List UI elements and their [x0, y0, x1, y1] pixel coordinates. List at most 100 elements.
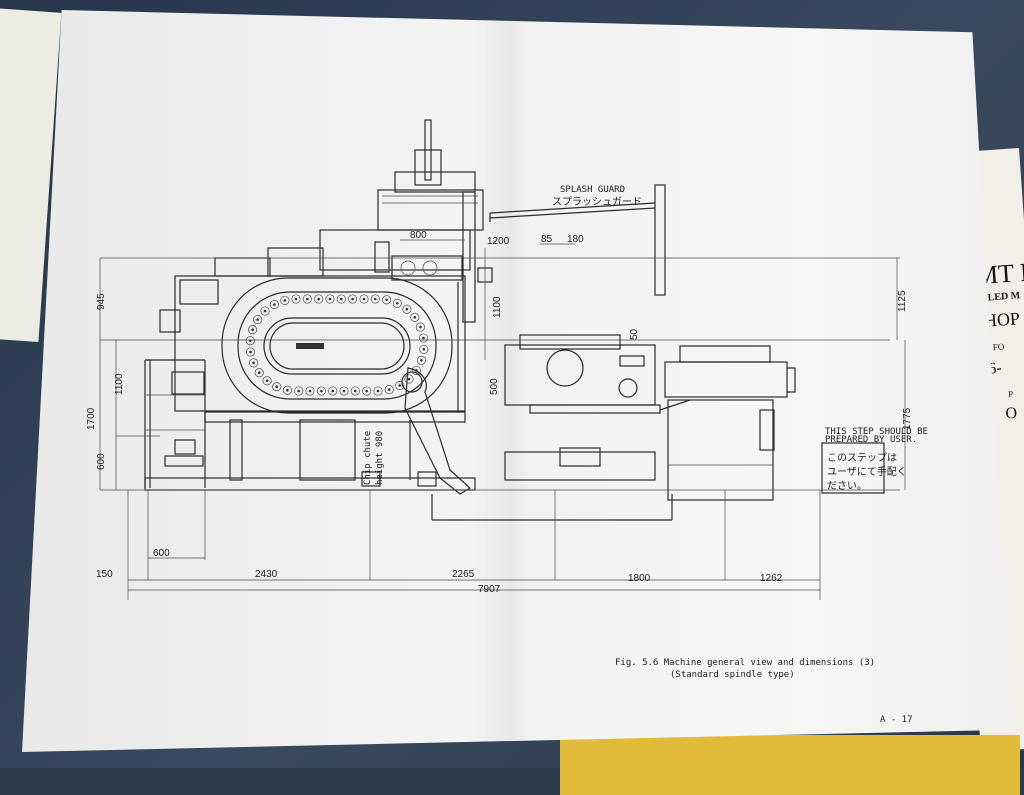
tool-pocket — [245, 336, 255, 346]
tool-pocket — [272, 382, 282, 392]
tool-pocket-center — [422, 348, 426, 351]
tool-pocket — [418, 333, 429, 343]
figure-caption-sub: (Standard spindle type) — [670, 670, 795, 680]
tool-pocket-center — [413, 316, 417, 319]
tool-pocket — [339, 386, 349, 396]
dim-500: 500 — [489, 378, 500, 395]
tool-pocket — [348, 294, 358, 304]
dim-1125: 1125 — [897, 290, 908, 312]
dim-1200: 1200 — [487, 236, 510, 247]
tool-pocket-center — [396, 302, 399, 305]
tool-pocket — [395, 380, 405, 391]
tool-pocket — [392, 298, 402, 308]
dim-85: 85 — [541, 234, 553, 245]
tool-pocket — [370, 294, 380, 304]
tool-pocket — [282, 385, 292, 395]
dimension-lines — [99, 239, 906, 600]
tool-pocket — [402, 304, 412, 314]
tool-pocket — [419, 344, 429, 354]
tool-pocket — [362, 386, 372, 396]
spindle-head — [377, 119, 484, 323]
dimension-labels: 800 1200 85 180 1100 50 500 1125 945 110… — [86, 230, 913, 595]
tool-pocket — [302, 294, 312, 304]
tool-pocket — [359, 294, 369, 304]
tool-pocket — [415, 322, 425, 332]
tool-pocket-center — [385, 298, 388, 302]
tool-pocket — [316, 386, 326, 396]
tool-pocket-center — [306, 297, 309, 301]
tool-pocket-center — [407, 377, 411, 381]
tool-pocket — [373, 386, 383, 396]
dim-1800: 1800 — [628, 573, 651, 584]
tool-pocket-center — [340, 297, 343, 301]
note-jp-line1: このステップは — [827, 452, 897, 464]
tool-pocket — [382, 295, 392, 305]
tool-magazine — [221, 277, 453, 414]
chip-chute — [401, 367, 472, 495]
tool-pocket-center — [405, 307, 409, 311]
tool-pocket — [280, 295, 290, 305]
tool-pocket — [350, 386, 360, 396]
note-en-line1: THIS STEP SHOULD BE — [825, 427, 928, 437]
note-jp-line3: ださい。 — [827, 480, 867, 492]
dim-945: 945 — [96, 293, 107, 310]
tool-pocket — [248, 325, 258, 335]
tool-pocket — [325, 294, 335, 304]
tool-pocket — [314, 294, 324, 304]
tool-pocket-center — [251, 328, 254, 332]
tool-pocket — [336, 294, 346, 304]
tool-pocket-center — [283, 299, 287, 302]
tool-pocket-center — [265, 379, 269, 383]
tool-pocket — [416, 355, 426, 365]
tool-pocket-center — [286, 388, 289, 392]
dim-1775: 1775 — [902, 407, 913, 430]
tool-pocket-center — [387, 388, 391, 391]
tool-pocket-center — [308, 389, 312, 393]
tool-pocket-center — [351, 297, 354, 301]
note-en-line2: PREPARED BY USER. — [825, 435, 917, 445]
tool-pocket-center — [374, 297, 377, 301]
tool-pocket-center — [275, 385, 279, 389]
tool-pocket — [249, 358, 259, 368]
tool-pocket-center — [419, 325, 422, 329]
splash-guard-label-jp: スプラッシュガード — [552, 196, 642, 208]
tool-pocket — [411, 365, 421, 375]
tool-pocket-center — [294, 297, 298, 301]
tool-pocket — [254, 368, 264, 378]
tool-pocket-center — [297, 389, 301, 393]
dim-1262: 1262 — [760, 573, 783, 584]
tool-pocket-center — [273, 303, 276, 306]
figure-caption: Fig. 5.6 Machine general view and dimens… — [615, 658, 875, 668]
dim-150: 150 — [96, 569, 113, 580]
tool-pocket — [410, 312, 420, 322]
tool-pocket-center — [317, 297, 321, 301]
drawing-sheet — [22, 10, 1012, 752]
chip-chute-label: Chip chute — [363, 431, 373, 485]
tool-pocket-center — [420, 359, 423, 362]
tool-pocket-center — [249, 350, 252, 354]
tool-pocket — [260, 306, 270, 316]
tool-pocket — [291, 294, 301, 304]
tool-pocket-center — [257, 371, 261, 375]
tool-pocket — [294, 386, 304, 396]
dim-2430: 2430 — [255, 569, 278, 580]
note-jp-line2: ユーザにて手配く — [827, 465, 907, 478]
tool-pocket-center — [342, 389, 346, 393]
tool-pocket-center — [354, 389, 357, 393]
tool-pocket-center — [256, 318, 260, 321]
dim-2265: 2265 — [452, 569, 475, 580]
tool-pocket — [328, 386, 338, 396]
drawing-labels: SPLASH GUARD スプラッシュガード Chip chute height… — [363, 185, 913, 725]
dim-1100-left: 1100 — [114, 373, 125, 395]
dim-7907: 7907 — [478, 584, 501, 595]
tool-pocket-center — [398, 384, 402, 387]
dim-600-vertical: 600 — [96, 453, 107, 470]
splash-guard-label: SPLASH GUARD — [560, 185, 625, 195]
tool-pocket-center — [362, 297, 366, 301]
tool-pocket-center — [320, 389, 323, 393]
tool-pocket — [305, 386, 315, 396]
tool-pocket — [245, 347, 256, 357]
page-number: A - 17 — [880, 715, 913, 725]
dim-600-horizontal: 600 — [153, 548, 170, 559]
tool-pocket — [384, 385, 394, 395]
